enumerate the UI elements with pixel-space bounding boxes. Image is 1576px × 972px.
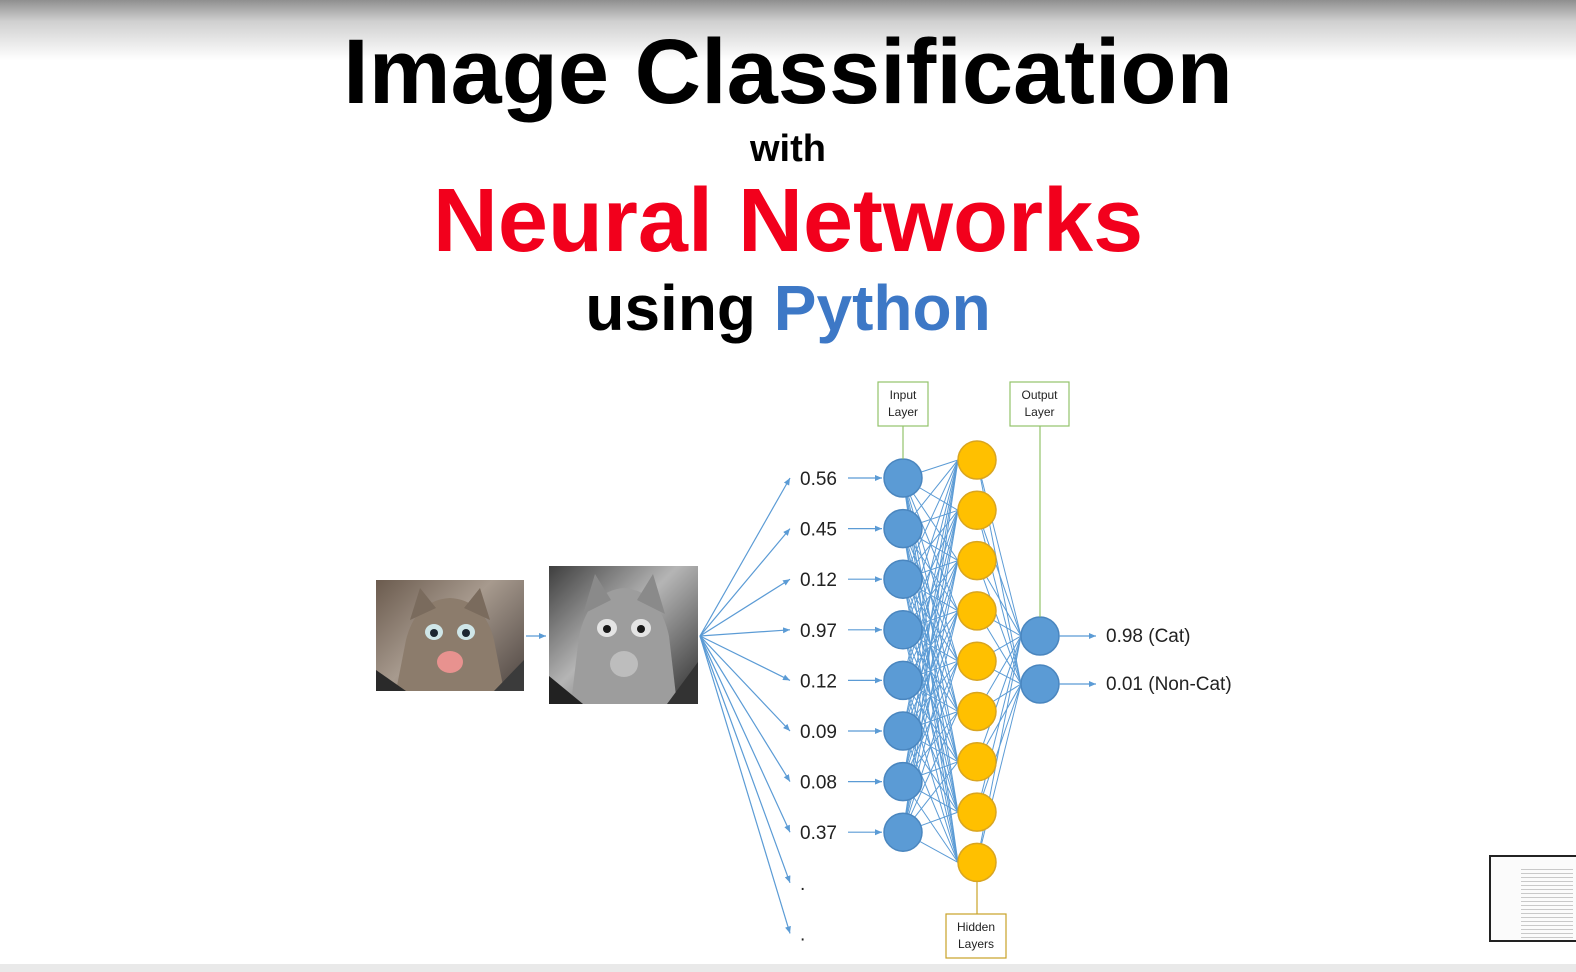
output-node bbox=[1020, 664, 1060, 704]
input-value: 0.37 bbox=[800, 823, 837, 844]
fan-arrow bbox=[699, 635, 791, 833]
top-shade bbox=[0, 0, 1576, 60]
kitten-color-image bbox=[376, 580, 524, 691]
hidden-node bbox=[957, 591, 997, 631]
output-layer-label-text: Output bbox=[1021, 388, 1058, 402]
output-value: 0.98 (Cat) bbox=[1106, 626, 1190, 647]
input-value: 0.45 bbox=[800, 520, 837, 541]
input-hidden-link bbox=[902, 711, 959, 833]
input-value: . bbox=[800, 874, 805, 895]
hidden-node bbox=[957, 641, 997, 681]
fan-arrow bbox=[699, 627, 791, 637]
input-hidden-link bbox=[902, 459, 959, 630]
fan-arrow bbox=[699, 635, 791, 732]
hidden-output-link bbox=[976, 683, 1022, 863]
input-value: 0.09 bbox=[800, 722, 837, 743]
input-node bbox=[883, 660, 923, 701]
title-line-2: with bbox=[750, 128, 826, 170]
bottom-edge bbox=[0, 964, 1576, 972]
input-value: 0.97 bbox=[800, 621, 837, 642]
output-layer-label-box bbox=[1009, 381, 1070, 427]
input-value: 0.12 bbox=[800, 671, 837, 692]
fan-arrow bbox=[699, 635, 791, 884]
input-value: 0.56 bbox=[800, 469, 837, 490]
fan-arrow bbox=[699, 635, 791, 934]
input-layer-label-box bbox=[877, 381, 929, 427]
window-thumbnail[interactable] bbox=[1489, 855, 1576, 942]
input-node bbox=[883, 761, 923, 802]
input-value: . bbox=[800, 924, 805, 945]
input-node bbox=[883, 812, 923, 852]
hidden-node bbox=[957, 792, 997, 832]
hidden-layers-label-box bbox=[945, 913, 1007, 959]
kitten-grayscale-image bbox=[549, 566, 698, 704]
hidden-node bbox=[957, 490, 997, 531]
fan-arrow bbox=[699, 528, 791, 637]
input-node bbox=[883, 508, 923, 549]
input-hidden-link bbox=[902, 661, 959, 833]
hidden-node bbox=[957, 742, 997, 782]
input-node bbox=[883, 610, 923, 650]
hidden-layers-label-text: Layers bbox=[958, 937, 994, 951]
title-line-3: Neural Networks bbox=[432, 171, 1144, 271]
fan-arrow bbox=[699, 578, 791, 637]
input-layer-label-text: Input bbox=[890, 388, 917, 402]
title-using: using bbox=[585, 272, 774, 344]
input-node bbox=[883, 711, 923, 751]
hidden-output-link bbox=[976, 510, 1022, 685]
fan-arrow bbox=[699, 635, 791, 681]
hidden-output-link bbox=[976, 635, 1022, 762]
input-node bbox=[883, 458, 923, 498]
hidden-output-link bbox=[976, 459, 1022, 637]
input-layer-label-text: Layer bbox=[888, 405, 918, 419]
title-python: Python bbox=[773, 272, 991, 344]
output-node bbox=[1020, 616, 1060, 656]
input-value: 0.12 bbox=[800, 570, 837, 591]
input-hidden-link bbox=[902, 459, 959, 580]
hidden-node bbox=[957, 842, 997, 883]
output-value: 0.01 (Non-Cat) bbox=[1106, 674, 1232, 695]
input-node bbox=[883, 559, 923, 599]
fan-arrow bbox=[699, 635, 791, 782]
thumbnail-content bbox=[1521, 869, 1573, 939]
input-value: 0.08 bbox=[800, 773, 837, 794]
hidden-node bbox=[957, 540, 997, 581]
hidden-layers-label-text: Hidden bbox=[957, 920, 995, 934]
fan-arrow bbox=[699, 477, 791, 637]
title-line-4: using Python bbox=[0, 276, 1576, 340]
hidden-output-link bbox=[976, 510, 1022, 637]
hidden-node bbox=[957, 440, 997, 480]
hidden-node bbox=[957, 691, 997, 732]
output-layer-label-text: Layer bbox=[1024, 405, 1054, 419]
hidden-output-link bbox=[976, 635, 1022, 813]
title-line-1: Image Classification bbox=[343, 21, 1233, 123]
